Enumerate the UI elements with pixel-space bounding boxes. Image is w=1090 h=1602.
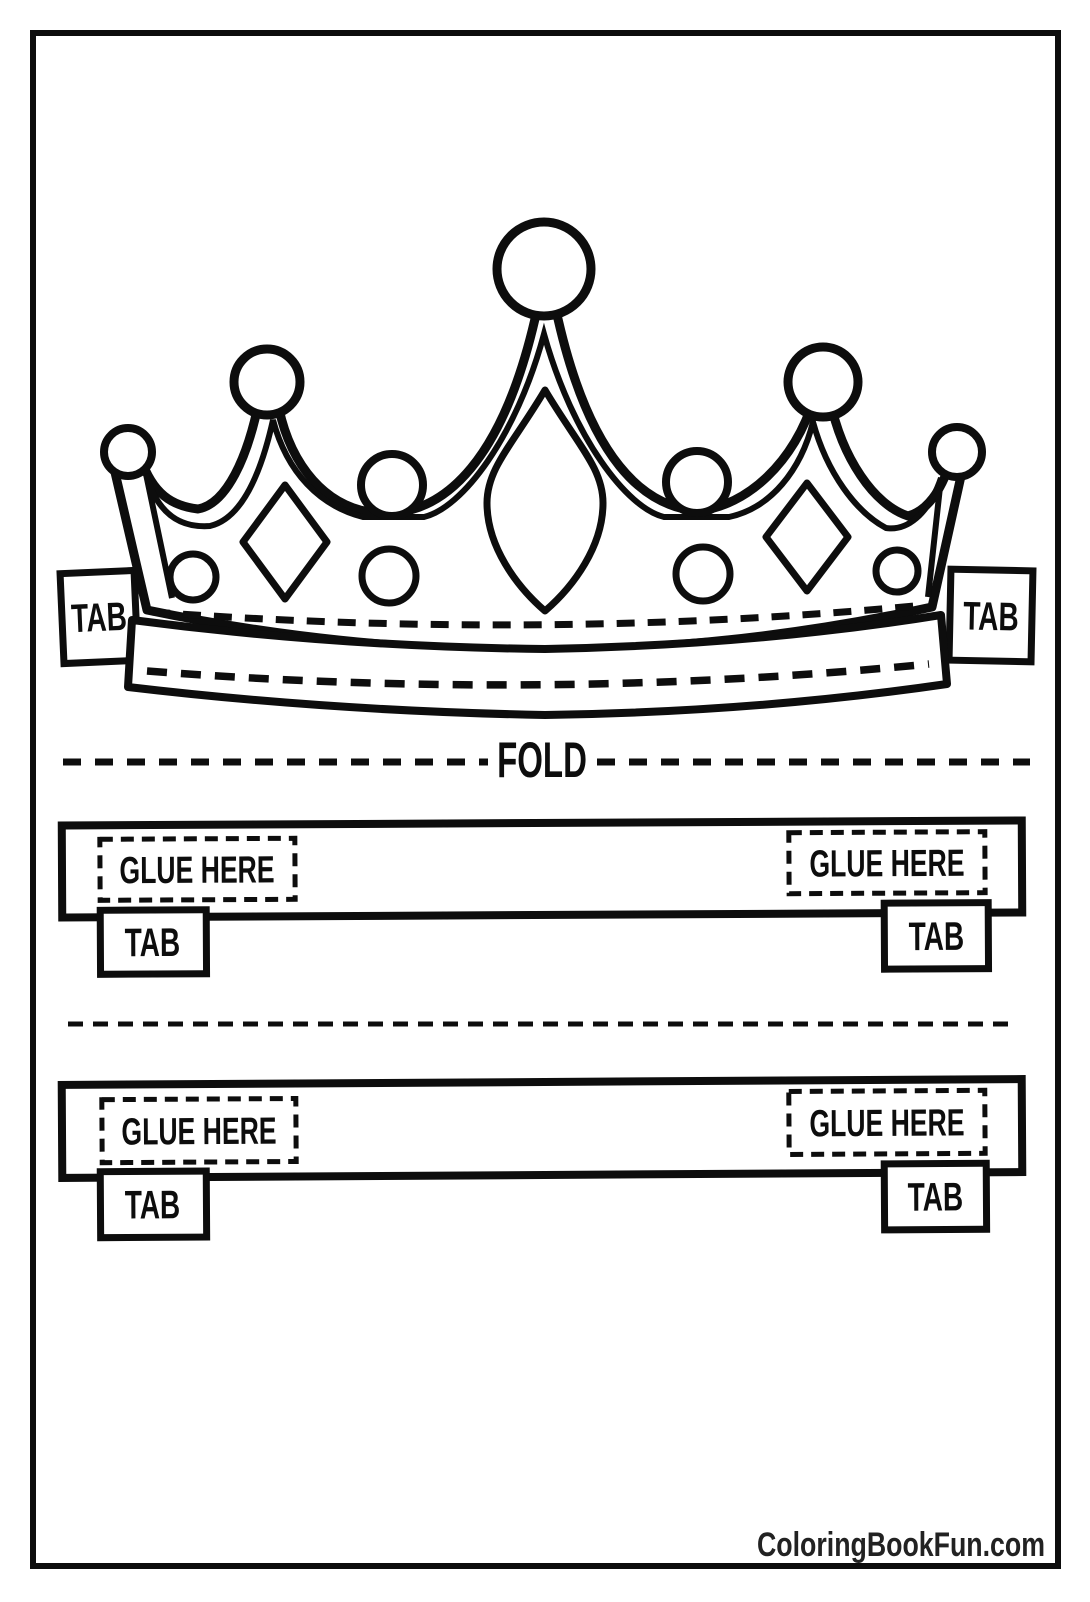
jewel-circle — [358, 545, 420, 607]
strip-1-glue-box-right — [786, 829, 988, 897]
diamond-jewel-right — [762, 479, 852, 595]
strip-1-bar — [57, 816, 1027, 922]
crown-stitch-dashed-line-bottom — [146, 660, 930, 689]
tip-circle-far-left — [100, 424, 156, 480]
tip-circle-far-right — [928, 423, 986, 481]
glue-here-label: GLUE HERE — [119, 848, 274, 892]
crown-tab-right-box — [945, 565, 1037, 666]
crown-illustration: TAB TAB — [56, 217, 1037, 719]
fold-label: FOLD — [497, 732, 587, 787]
jewel-circle — [672, 543, 734, 605]
valley-circle-right — [662, 447, 732, 517]
strip-2-glue-box-right — [786, 1087, 988, 1157]
glue-here-label: GLUE HERE — [121, 1109, 276, 1153]
watermark-text: ColoringBookFun.com — [757, 1526, 1045, 1564]
crown-tab-left-label: TAB — [70, 595, 127, 641]
crown-stitch-dashed-line-top — [151, 601, 926, 629]
strip-1-tab-right-box — [880, 899, 993, 973]
tip-circle-left — [229, 344, 305, 420]
strip-2-tab-right-box — [880, 1159, 991, 1234]
jewel-circle — [166, 550, 220, 604]
strip-2-glue-box-left — [99, 1095, 299, 1166]
tab-label: TAB — [125, 1183, 181, 1227]
tip-circle-center — [492, 217, 596, 321]
crown-inner-line — [143, 322, 944, 599]
crown-tab-left-box — [56, 566, 142, 668]
crown-tab-right: TAB — [945, 565, 1037, 666]
glue-here-label: GLUE HERE — [809, 1101, 964, 1145]
tab-label: TAB — [908, 1176, 964, 1220]
valley-circle-left — [357, 450, 427, 520]
strip-1-tab-left-box — [96, 906, 211, 978]
jewel-circle — [872, 546, 922, 596]
strip-2-bar — [57, 1075, 1027, 1182]
tab-label: TAB — [909, 915, 965, 959]
tab-label: TAB — [125, 921, 181, 965]
diamond-jewel-left — [239, 481, 331, 603]
strip-1: GLUE HERE GLUE HERE TAB TAB — [57, 816, 1027, 978]
crown-band — [124, 611, 951, 719]
tip-circle-right — [783, 342, 863, 422]
crown-tab-left: TAB — [56, 566, 142, 668]
marquise-jewel-center — [483, 386, 607, 615]
crown-tab-right-label: TAB — [963, 595, 1019, 640]
fold-line: FOLD — [63, 732, 1030, 788]
strip-2: GLUE HERE GLUE HERE TAB TAB — [57, 1075, 1027, 1242]
strip-2-tab-left-box — [96, 1167, 211, 1242]
glue-here-label: GLUE HERE — [809, 841, 964, 885]
